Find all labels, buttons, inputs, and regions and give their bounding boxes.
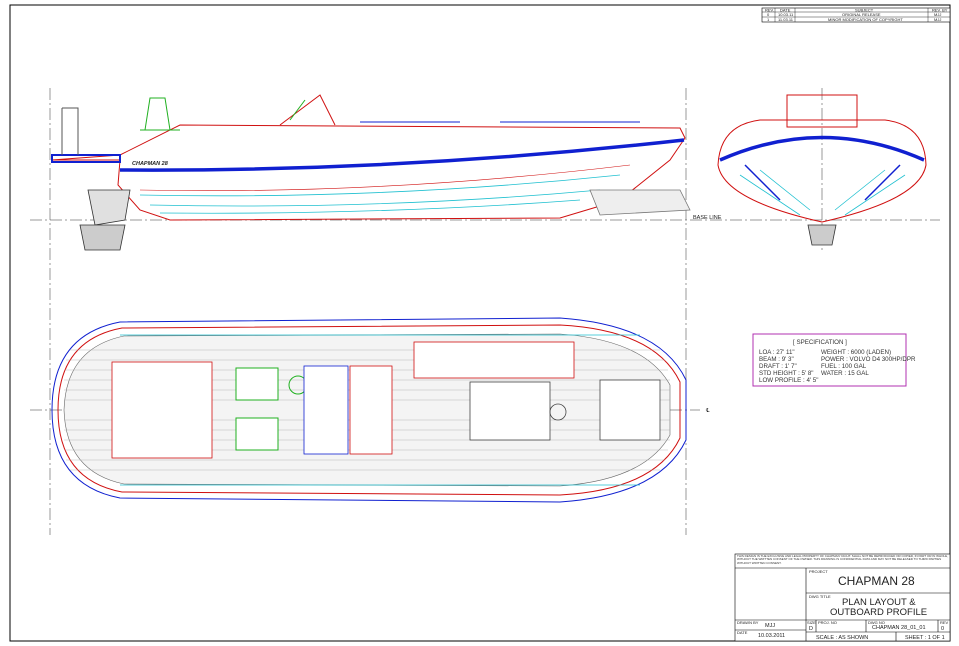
spec-item: POWER : VOLVO D4 300HP/DPR — [821, 356, 916, 363]
outboard-profile: CHAPMAN 28 — [51, 94, 691, 251]
spec-title: [ SPECIFICATION ] — [793, 339, 847, 346]
size-value: D — [809, 626, 813, 632]
rev-cell: 10.03.11 — [778, 12, 794, 17]
rev-label: REV — [940, 620, 949, 625]
spec-item: STD HEIGHT : 5' 8" — [759, 370, 814, 377]
spec-item: WATER : 15 GAL — [821, 370, 869, 377]
project-label: PROJECT — [809, 569, 828, 574]
date-label: DATE — [737, 630, 748, 635]
rev-cell: 1 — [767, 17, 770, 22]
rev-cell: 11.03.11 — [778, 17, 794, 22]
scale: SCALE : AS SHOWN — [816, 635, 868, 641]
spec-item: FUEL : 100 GAL — [821, 363, 867, 370]
sheet-border — [9, 4, 951, 642]
rev-cell: MINOR MODIFICATION OF COPYRIGHT — [828, 17, 903, 22]
hull-name-decal: CHAPMAN 28 — [132, 161, 169, 167]
dwg-title-line1: PLAN LAYOUT & — [842, 597, 916, 608]
revision-table: REV. DATE SUBJECT REV. BY 0 10.03.11 ORI… — [761, 8, 951, 23]
copyright-notice: THIS DESIGN IS THE EXCLUSIVE AND LEGAL P… — [737, 555, 948, 565]
spec-item: BEAM : 9' 3" — [759, 356, 794, 363]
date-value: 10.03.2011 — [758, 633, 785, 639]
rev-header-by: REV. BY — [932, 8, 948, 13]
rev-value: 0 — [941, 626, 944, 632]
title-block — [734, 553, 951, 642]
spec-item: LOW PROFILE : 4' 5" — [759, 377, 818, 384]
dwg-title-label: DWG TITLE — [809, 594, 831, 599]
plan-layout — [51, 317, 687, 503]
spec-item: WEIGHT : 6000 (LADEN) — [821, 349, 891, 356]
spec-item: LOA : 27' 11" — [759, 349, 795, 356]
base-line-label: BASE LINE — [693, 215, 722, 221]
centerline-symbol: ℄ — [705, 408, 710, 414]
copyright-notice-wrap: THIS DESIGN IS THE EXCLUSIVE AND LEGAL P… — [737, 555, 948, 565]
rev-cell: MJJ — [934, 17, 941, 22]
spec-item: DRAFT : 1' 7" — [759, 363, 797, 370]
rev-cell: 0 — [767, 12, 770, 17]
rev-header-rev: REV. — [765, 8, 774, 13]
rev-cell: ORIGINAL RELEASE — [842, 12, 881, 17]
stern-view — [717, 94, 927, 246]
dwg-title-line2: OUTBOARD PROFILE — [830, 607, 927, 618]
sheet-number: SHEET : 1 OF 1 — [905, 635, 945, 641]
rev-header-subject: SUBJECT — [855, 8, 874, 13]
rev-cell: MJJ — [934, 12, 941, 17]
rev-header-date: DATE — [780, 8, 791, 13]
specification-box: [ SPECIFICATION ] LOA : 27' 11" BEAM : 9… — [752, 333, 916, 387]
drawn-by-label: DRAWN BY — [737, 620, 759, 625]
project-name: CHAPMAN 28 — [838, 574, 915, 588]
dwg-no-label: DWG NO — [868, 620, 885, 625]
proj-no-label: PROJ. NO — [818, 620, 837, 625]
drawn-by: MJJ — [765, 623, 775, 629]
size-label: SIZE — [807, 620, 816, 625]
dwg-no: CHAPMAN 28_01_01 — [872, 625, 926, 631]
